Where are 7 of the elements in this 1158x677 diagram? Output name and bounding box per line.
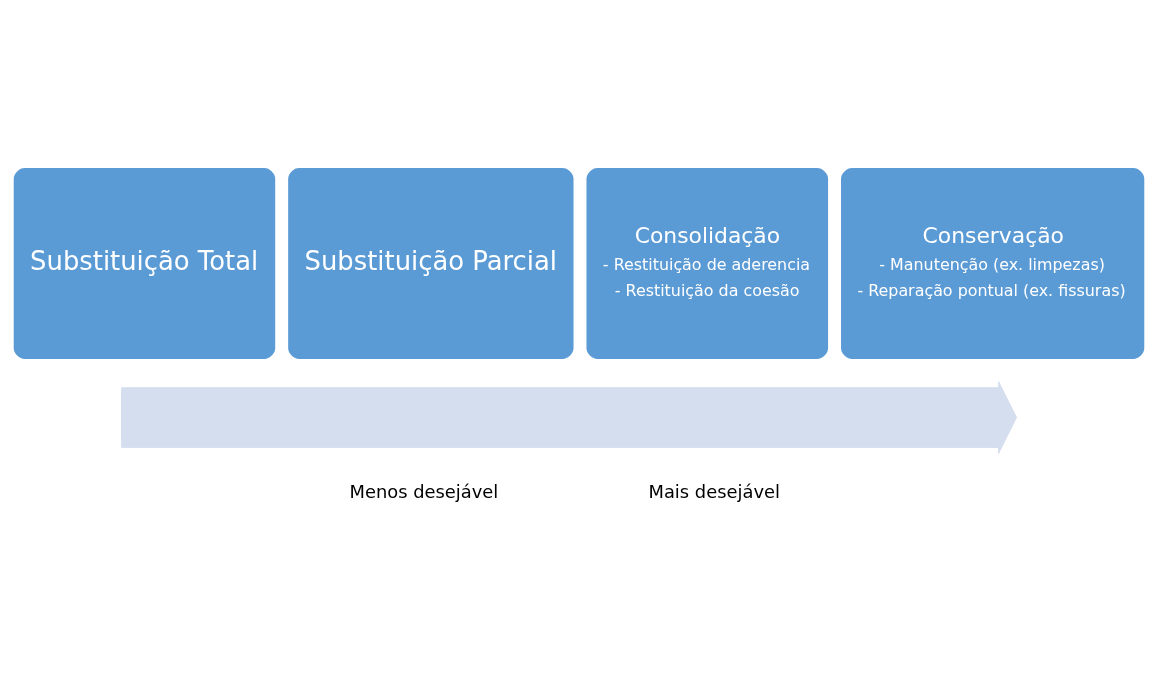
node-box: Substituição Parcial — [286, 165, 576, 361]
node-box: Conservação - Manutenção (ex. limpezas) - Reparação pontual (ex. fissuras) — [839, 165, 1147, 361]
label: Mais desejável — [648, 480, 780, 501]
node-arrow — [121, 380, 1017, 454]
node-box: Consolidação - Restituição de aderencia - Restituição da coesão — [584, 165, 831, 361]
node-box: Substituição Total — [11, 165, 278, 361]
label: Menos desejável — [349, 480, 499, 501]
